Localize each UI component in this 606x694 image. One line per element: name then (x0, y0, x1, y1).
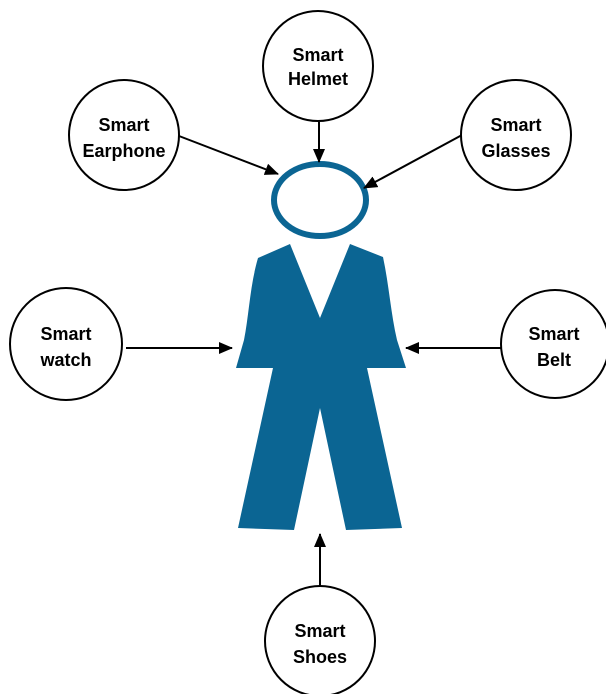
node-smart-watch: Smart watch (9, 287, 123, 401)
node-smart-helmet: Smart Helmet (262, 10, 374, 122)
node-label-line1: Smart (98, 115, 149, 135)
node-label-line2: Belt (537, 350, 571, 370)
head-outline (271, 161, 369, 239)
node-label-line1: Smart (292, 45, 343, 65)
node-label-line2: watch (39, 350, 91, 370)
node-circle (264, 585, 376, 694)
node-label-line2: Earphone (82, 141, 165, 161)
node-label-line1: Smart (528, 324, 579, 344)
node-circle (500, 289, 606, 399)
node-label-line1: Smart (40, 324, 91, 344)
node-label-line1: Smart (294, 621, 345, 641)
arrow-earphone (178, 135, 279, 175)
arrows (126, 122, 502, 586)
person-figure (236, 161, 406, 530)
node-label-line1: Smart (490, 115, 541, 135)
node-circle (262, 10, 374, 122)
node-label-line2: Glasses (481, 141, 550, 161)
node-smart-glasses: Smart Glasses (460, 79, 572, 191)
arrow-glasses (363, 134, 463, 189)
node-smart-belt: Smart Belt (500, 289, 606, 399)
node-circle (460, 79, 572, 191)
node-circle (68, 79, 180, 191)
body-silhouette (236, 244, 406, 530)
node-smart-shoes: Smart Shoes (264, 585, 376, 694)
node-circle (9, 287, 123, 401)
node-label-line2: Shoes (293, 647, 347, 667)
node-smart-earphone: Smart Earphone (68, 79, 180, 191)
node-label-line2: Helmet (288, 69, 348, 89)
